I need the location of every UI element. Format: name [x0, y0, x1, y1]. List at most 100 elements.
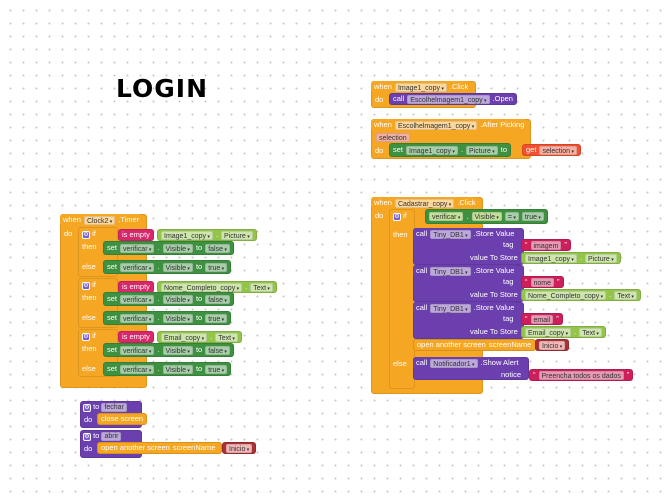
gear-icon[interactable]: ⚙ [82, 231, 90, 239]
component-dropdown[interactable]: verificar [120, 243, 155, 253]
component-dropdown[interactable]: verificar [120, 345, 155, 355]
else-label: else [82, 364, 96, 373]
text-field[interactable]: Preencha todos os dados [538, 370, 624, 380]
tinydb-dropdown[interactable]: Tiny_DB1 [430, 266, 471, 276]
tinydb-dropdown[interactable]: Tiny_DB1 [430, 303, 471, 313]
property-dropdown[interactable]: Text [614, 290, 637, 300]
is-empty-block[interactable]: is empty [118, 229, 154, 241]
screen-dropdown[interactable]: Inicio [226, 443, 253, 453]
component-dropdown[interactable]: Escolhelmagem1_copy [394, 120, 478, 130]
value-to-store-label: value To Store [470, 290, 518, 299]
property-dropdown[interactable]: Visible [162, 294, 193, 304]
tag-label: tag [503, 314, 514, 323]
gear-icon[interactable]: ⚙ [83, 433, 91, 441]
component-dropdown[interactable]: Nome_Completo_copy [161, 282, 243, 292]
screen-name-block[interactable]: Inicio [535, 339, 570, 351]
property-dropdown[interactable]: Visible [162, 262, 193, 272]
property-dropdown[interactable]: Visible [162, 243, 193, 253]
gear-icon[interactable]: ⚙ [83, 404, 91, 412]
procedure-name-field[interactable]: fechar [101, 403, 127, 412]
component-dropdown[interactable]: Escolhelmagem1_copy [407, 94, 490, 104]
text-block[interactable]: “nome” [521, 276, 564, 288]
parameter-selection[interactable]: selection [376, 133, 410, 142]
component-getter[interactable]: Image1_copy.Picture [157, 229, 257, 241]
operator-dropdown[interactable]: = [504, 212, 519, 221]
gear-icon[interactable]: ⚙ [393, 213, 401, 221]
boolean-dropdown[interactable]: false [205, 345, 230, 355]
then-label: then [393, 230, 408, 239]
component-getter[interactable]: Email_copy.Text [521, 326, 606, 338]
notice-label: notice [501, 370, 522, 379]
screen-dropdown[interactable]: Inicio [539, 340, 566, 350]
property-dropdown[interactable]: Picture [221, 230, 253, 240]
if-label: if [92, 229, 96, 238]
component-dropdown[interactable]: Email_copy [525, 327, 572, 337]
component-dropdown[interactable]: verificar [120, 364, 155, 374]
property-dropdown[interactable]: Visible [162, 345, 193, 355]
component-dropdown[interactable]: verificar [120, 313, 155, 323]
text-field[interactable]: nome [530, 277, 555, 287]
text-block[interactable]: “email” [521, 313, 563, 325]
text-block[interactable]: “imagem” [521, 239, 571, 251]
boolean-dropdown[interactable]: true [205, 313, 228, 323]
property-dropdown[interactable]: Visible [471, 212, 502, 221]
property-dropdown[interactable]: Text [579, 327, 602, 337]
property-dropdown[interactable]: Picture [585, 253, 617, 263]
boolean-dropdown[interactable]: false [205, 294, 230, 304]
boolean-dropdown[interactable]: true [521, 212, 544, 221]
component-dropdown[interactable]: verificar [120, 294, 155, 304]
compare-block[interactable]: verificar.Visible=true [425, 209, 548, 224]
is-empty-block[interactable]: is empty [118, 331, 154, 343]
event-name: .Timer [118, 215, 140, 224]
component-dropdown[interactable]: verificar [120, 262, 155, 272]
property-dropdown[interactable]: Visible [162, 364, 193, 374]
do-label: do [375, 211, 384, 220]
value-to-store-label: value To Store [470, 253, 518, 262]
component-dropdown[interactable]: Email_copy [161, 332, 208, 342]
boolean-dropdown[interactable]: true [205, 262, 228, 272]
procedure-name-field[interactable]: abrir [101, 432, 122, 441]
component-dropdown[interactable]: Image1_copy [394, 82, 447, 92]
variable-dropdown[interactable]: selection [539, 145, 577, 155]
component-dropdown[interactable]: Image1_copy [525, 253, 577, 263]
boolean-dropdown[interactable]: true [205, 364, 228, 374]
gear-icon[interactable]: ⚙ [82, 282, 90, 290]
tinydb-dropdown[interactable]: Tiny_DB1 [430, 229, 471, 239]
text-field[interactable]: email [530, 314, 554, 324]
notifier-dropdown[interactable]: Notificador1 [430, 358, 478, 368]
component-dropdown[interactable]: Cadastrar_copy [394, 198, 455, 208]
text-field[interactable]: imagem [530, 240, 562, 250]
screen-name-block[interactable]: Inicio [222, 442, 257, 454]
gear-icon[interactable]: ⚙ [82, 333, 90, 341]
component-dropdown[interactable]: Nome_Completo_copy [525, 290, 607, 300]
boolean-dropdown[interactable]: false [205, 243, 230, 253]
text-block[interactable]: “Preencha todos os dados” [529, 369, 634, 381]
close-screen-block[interactable]: close screen [97, 413, 148, 425]
property-dropdown[interactable]: Picture [466, 145, 498, 155]
component-dropdown[interactable]: Clock2 [83, 215, 116, 225]
component-dropdown[interactable]: Image1_copy [406, 145, 458, 155]
component-getter[interactable]: Nome_Completo_copy.Text [521, 289, 641, 301]
do-label: do [375, 146, 384, 155]
property-dropdown[interactable]: Text [250, 282, 273, 292]
component-dropdown[interactable]: verificar [429, 212, 464, 221]
else-label: else [82, 262, 96, 271]
component-getter[interactable]: Image1_copy.Picture [521, 252, 621, 264]
property-dropdown[interactable]: Text [215, 332, 238, 342]
component-getter[interactable]: Nome_Completo_copy.Text [157, 281, 277, 293]
component-dropdown[interactable]: Image1_copy [161, 230, 213, 240]
property-dropdown[interactable]: Visible [162, 313, 193, 323]
component-getter[interactable]: Email_copy.Text [157, 331, 242, 343]
